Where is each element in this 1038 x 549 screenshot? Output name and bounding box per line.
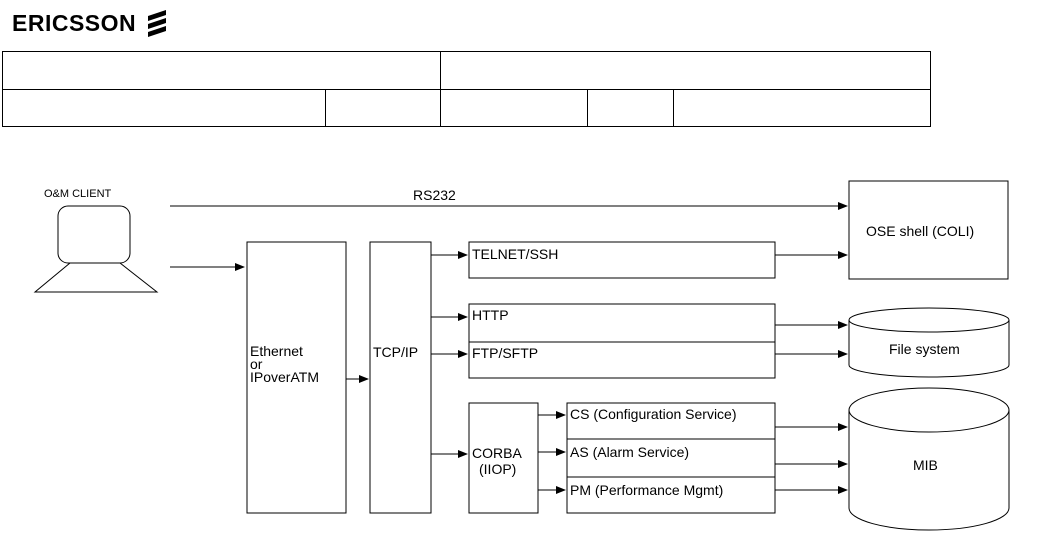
telnet-label: TELNET/SSH xyxy=(472,246,558,262)
ethernet-box xyxy=(246,241,347,514)
as-box xyxy=(566,438,776,478)
ftp-box xyxy=(468,341,776,379)
ose-box xyxy=(848,180,1009,280)
corba-label: CORBA (IIOP) xyxy=(472,445,525,477)
corba-box xyxy=(468,402,539,514)
ose-label: OSE shell (COLI) xyxy=(866,223,974,239)
brand-name: ERICSSON xyxy=(12,9,137,36)
pm-box xyxy=(566,476,776,514)
client-keyboard-icon xyxy=(33,262,159,293)
ethernet-label: Ethernet or IPoverATM xyxy=(250,343,319,385)
rs232-label: RS232 xyxy=(413,187,456,203)
tcpip-label: TCP/IP xyxy=(373,344,418,360)
cs-label: CS (Configuration Service) xyxy=(570,406,737,422)
client-monitor-icon xyxy=(57,205,131,264)
telnet-box xyxy=(468,241,776,279)
client-label: O&M CLIENT xyxy=(44,188,112,200)
om-client: O&M CLIENT xyxy=(33,188,159,293)
ericsson-stripes-icon xyxy=(148,10,167,37)
header-cell xyxy=(673,89,931,127)
filesystem-cylinder xyxy=(848,307,1010,378)
brand-header: ERICSSON xyxy=(12,8,170,38)
mib-label: MIB xyxy=(913,457,938,473)
http-label: HTTP xyxy=(472,307,509,323)
as-label: AS (Alarm Service) xyxy=(570,444,689,460)
cs-box xyxy=(566,402,776,440)
mib-cylinder xyxy=(848,387,1010,531)
ftp-label: FTP/SFTP xyxy=(472,345,538,361)
http-box xyxy=(468,303,776,343)
pm-label: PM (Performance Mgmt) xyxy=(570,482,723,498)
filesystem-label: File system xyxy=(889,341,960,357)
tcpip-box xyxy=(369,241,432,514)
